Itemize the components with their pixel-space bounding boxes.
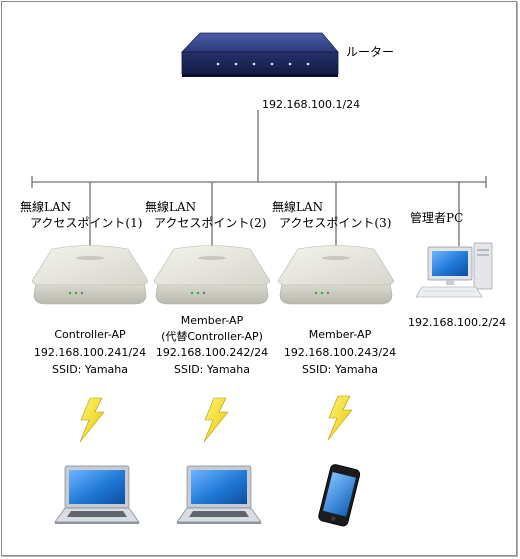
admin-pc-ip: 192.168.100.2/24 xyxy=(408,316,507,329)
ap1-name: アクセスポイント(1) xyxy=(30,216,143,230)
laptop-icon xyxy=(54,465,140,524)
access-point-icon xyxy=(153,245,271,305)
ap1-role: Controller-AP xyxy=(54,328,126,341)
ap2-name: アクセスポイント(2) xyxy=(154,216,267,230)
ap3-role: Member-AP xyxy=(308,328,372,341)
admin-pc-label: 管理者PC xyxy=(410,211,464,225)
ap2-type: 無線LAN xyxy=(145,200,197,214)
ap2-role-note: (代替Controller-AP) xyxy=(161,330,263,343)
ap2-ip: 192.168.100.242/24 xyxy=(155,346,269,359)
desktop-pc-icon xyxy=(415,242,493,298)
router-label: ルーター xyxy=(346,45,395,59)
lightning-icon xyxy=(79,397,105,443)
lightning-icon xyxy=(203,397,229,443)
ap3-type: 無線LAN xyxy=(272,200,324,214)
lightning-icon xyxy=(327,395,353,441)
router-icon xyxy=(181,32,339,77)
ap3-ip: 192.168.100.243/24 xyxy=(283,346,397,359)
smartphone-icon xyxy=(318,464,361,527)
ap3-ssid: SSID: Yamaha xyxy=(302,363,378,376)
router-ip: 192.168.100.1/24 xyxy=(262,98,361,111)
ap2-role: Member-AP xyxy=(180,314,244,327)
laptop-icon xyxy=(176,465,262,524)
access-point-icon xyxy=(31,245,149,305)
ap1-type: 無線LAN xyxy=(20,200,72,214)
ap1-ip: 192.168.100.241/24 xyxy=(33,346,147,359)
access-point-icon xyxy=(277,245,395,305)
ap2-ssid: SSID: Yamaha xyxy=(174,363,250,376)
network-lines xyxy=(31,110,487,252)
ap1-ssid: SSID: Yamaha xyxy=(52,363,128,376)
ap3-name: アクセスポイント(3) xyxy=(279,216,392,230)
